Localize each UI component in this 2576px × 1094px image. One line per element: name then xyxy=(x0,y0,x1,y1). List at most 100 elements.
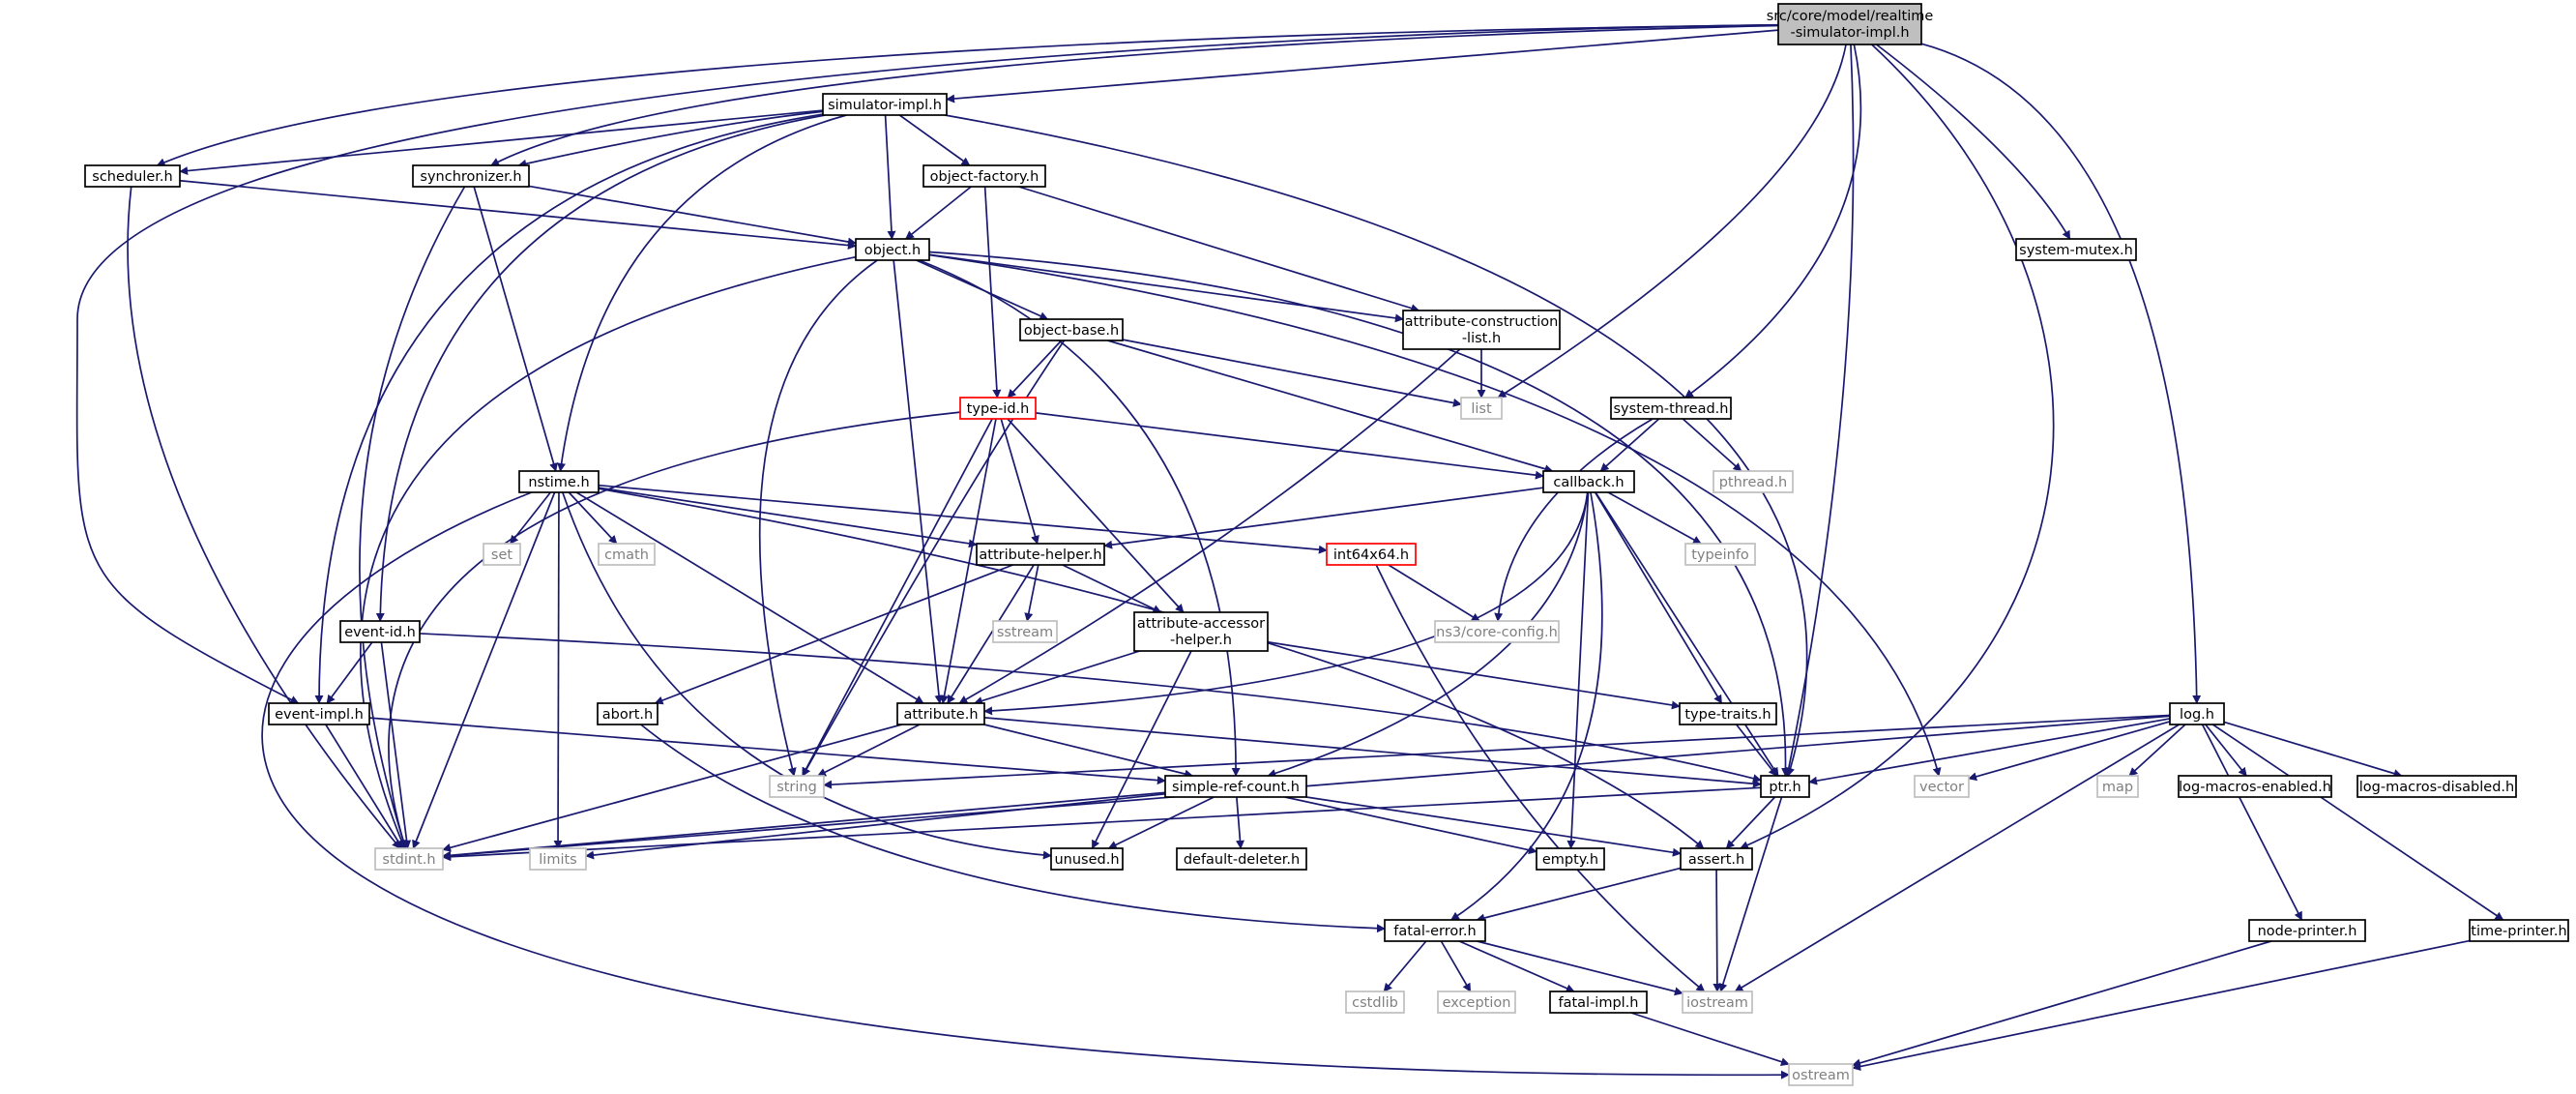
node-unused[interactable]: unused.h xyxy=(1050,847,1124,871)
node-box xyxy=(374,847,444,871)
node-map[interactable]: map xyxy=(2096,775,2139,798)
node-synchronizer[interactable]: synchronizer.h xyxy=(412,164,530,188)
node-set[interactable]: set xyxy=(483,543,521,566)
node-label: -list.h xyxy=(1462,331,1501,346)
edge-attribute-helper-to-attr-accessor xyxy=(1062,564,1162,613)
node-label: vector xyxy=(1919,780,1964,795)
node-assert[interactable]: assert.h xyxy=(1680,847,1753,871)
node-box xyxy=(769,775,825,798)
node-box xyxy=(339,620,421,643)
edge-fatal-error-to-exception xyxy=(1440,940,1472,992)
edge-abort-to-fatal-error xyxy=(640,724,1386,933)
edge-callback-to-empty xyxy=(1566,491,1590,849)
node-scheduler[interactable]: scheduler.h xyxy=(84,164,181,188)
node-ns3-config[interactable]: ns3/core-config.h xyxy=(1434,620,1560,643)
edge-fatal-error-to-fatal-impl xyxy=(1458,940,1575,992)
edge-int64x64-to-ns3-config xyxy=(1388,564,1480,622)
node-pthread[interactable]: pthread.h xyxy=(1712,470,1794,493)
edge-object-factory-to-object xyxy=(905,186,972,240)
node-type-id[interactable]: type-id.h xyxy=(959,397,1037,420)
node-box xyxy=(412,164,530,188)
node-box xyxy=(1384,919,1486,942)
node-log-disabled[interactable]: log-macros-disabled.h xyxy=(2356,775,2517,798)
edge-root-to-log xyxy=(1920,43,2202,704)
node-fatal-impl[interactable]: fatal-impl.h xyxy=(1549,991,1648,1014)
node-attribute[interactable]: attribute.h xyxy=(896,702,985,725)
edge-object-factory-to-attr-construction xyxy=(1018,186,1420,312)
node-type-traits[interactable]: type-traits.h xyxy=(1679,702,1777,725)
node-label: src/core/model/realtime xyxy=(1767,9,1934,24)
node-simulator-impl[interactable]: simulator-impl.h xyxy=(822,93,948,116)
edge-object-to-vector xyxy=(928,253,1942,777)
node-cmath[interactable]: cmath xyxy=(598,543,656,566)
node-system-thread[interactable]: system-thread.h xyxy=(1610,397,1732,420)
node-log[interactable]: log.h xyxy=(2169,702,2225,725)
node-label: abort.h xyxy=(602,707,653,723)
node-log-enabled[interactable]: log-macros-enabled.h xyxy=(2178,775,2332,798)
node-empty[interactable]: empty.h xyxy=(1536,847,1605,871)
node-object-factory[interactable]: object-factory.h xyxy=(922,164,1046,188)
node-label: object-base.h xyxy=(1024,323,1119,339)
node-ostream[interactable]: ostream xyxy=(1788,1063,1854,1086)
node-box xyxy=(976,543,1105,566)
node-simple-ref-count[interactable]: simple-ref-count.h xyxy=(1164,775,1307,798)
node-cstdlib[interactable]: cstdlib xyxy=(1345,991,1405,1014)
node-event-id[interactable]: event-id.h xyxy=(339,620,421,643)
node-label: -helper.h xyxy=(1170,633,1232,648)
node-attribute-helper[interactable]: attribute-helper.h xyxy=(976,543,1105,566)
node-attr-construction[interactable]: attribute-construction-list.h xyxy=(1402,310,1561,350)
node-time-printer[interactable]: time-printer.h xyxy=(2469,919,2569,942)
node-box xyxy=(1164,775,1307,798)
node-callback[interactable]: callback.h xyxy=(1542,470,1635,493)
edge-callback-to-ptr xyxy=(1595,491,1779,777)
edge-log-to-string xyxy=(823,714,2171,789)
edge-attribute-helper-to-attribute xyxy=(947,564,1035,704)
node-iostream[interactable]: iostream xyxy=(1682,991,1753,1014)
node-limits[interactable]: limits xyxy=(529,847,587,871)
node-label: map xyxy=(2102,780,2133,795)
node-vector[interactable]: vector xyxy=(1914,775,1970,798)
edge-object-factory-to-type-id xyxy=(983,186,1002,399)
node-list[interactable]: list xyxy=(1460,397,1503,420)
edge-object-to-simple-ref-count xyxy=(919,259,1241,777)
edge-scheduler-to-object xyxy=(179,179,857,251)
node-stdint[interactable]: stdint.h xyxy=(374,847,444,871)
node-box xyxy=(922,164,1046,188)
node-box xyxy=(529,847,587,871)
node-default-deleter[interactable]: default-deleter.h xyxy=(1176,847,1307,871)
node-exception[interactable]: exception xyxy=(1437,991,1516,1014)
edge-callback-to-fatal-error xyxy=(1449,491,1603,921)
node-label: string xyxy=(776,780,817,795)
node-label: exception xyxy=(1443,995,1511,1011)
node-label: object.h xyxy=(864,243,921,258)
node-object[interactable]: object.h xyxy=(855,238,930,261)
node-abort[interactable]: abort.h xyxy=(597,702,659,725)
node-nstime[interactable]: nstime.h xyxy=(518,470,600,493)
node-system-mutex[interactable]: system-mutex.h xyxy=(2015,238,2137,261)
node-object-base[interactable]: object-base.h xyxy=(1019,318,1124,341)
edge-type-id-to-string xyxy=(802,418,993,777)
edge-scheduler-to-stdint xyxy=(127,186,401,849)
node-label: int64x64.h xyxy=(1333,547,1409,563)
node-int64x64[interactable]: int64x64.h xyxy=(1326,543,1417,566)
node-string[interactable]: string xyxy=(769,775,825,798)
edge-nstime-to-assert xyxy=(598,488,1705,849)
node-typeinfo[interactable]: typeinfo xyxy=(1684,543,1756,566)
edge-root-to-scheduler xyxy=(156,23,1779,166)
node-box xyxy=(992,620,1058,643)
node-box xyxy=(896,702,985,725)
edge-attribute-to-string xyxy=(817,724,921,777)
node-box xyxy=(1914,775,1970,798)
node-ptr[interactable]: ptr.h xyxy=(1760,775,1810,798)
edge-type-id-to-callback xyxy=(1035,412,1544,480)
node-box xyxy=(1549,991,1648,1014)
node-attr-accessor[interactable]: attribute-accessor-helper.h xyxy=(1133,611,1269,652)
node-root[interactable]: src/core/model/realtime-simulator-impl.h xyxy=(1767,3,1934,45)
node-node-printer[interactable]: node-printer.h xyxy=(2248,919,2366,942)
node-event-impl[interactable]: event-impl.h xyxy=(268,702,370,725)
node-box xyxy=(597,702,659,725)
node-sstream[interactable]: sstream xyxy=(992,620,1058,643)
edge-simple-ref-count-to-assert xyxy=(1305,796,1682,857)
node-fatal-error[interactable]: fatal-error.h xyxy=(1384,919,1486,942)
edge-ptr-to-assert xyxy=(1725,796,1776,849)
